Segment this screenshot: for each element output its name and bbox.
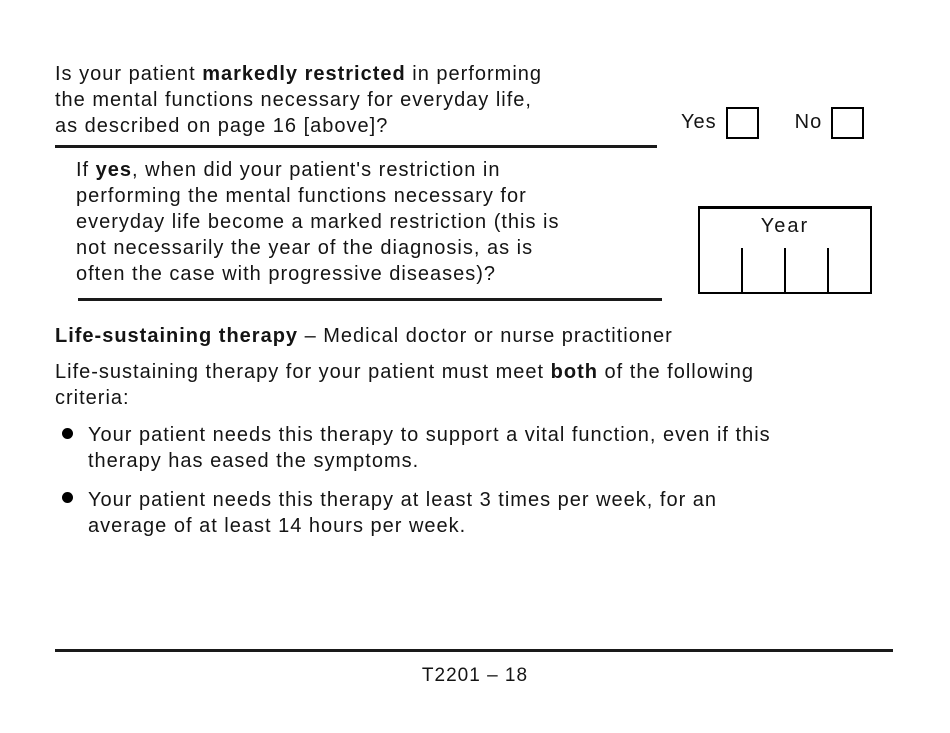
subquestion-text: If <box>76 159 96 181</box>
question-text: in performing <box>405 63 543 85</box>
year-digit-cell-3[interactable] <box>786 248 827 292</box>
section-heading-subtitle: – Medical doctor or nurse practitioner <box>298 325 673 347</box>
year-digit-cell-2[interactable] <box>743 248 784 292</box>
year-digit-cell-1[interactable] <box>700 248 741 292</box>
subquestion-year-of-restriction: If yes, when did your patient's restrict… <box>76 157 560 287</box>
subquestion-text-bold: yes <box>95 159 133 181</box>
bullet-line: average of at least 14 hours per week. <box>88 515 467 537</box>
bullet-item-frequency: Your patient needs this therapy at least… <box>88 487 717 539</box>
subquestion-line-1: If yes, when did your patient's restrict… <box>76 157 560 183</box>
subquestion-text: , when did your patient's restriction in <box>132 159 501 181</box>
subquestion-line-4: not necessarily the year of the diagnosi… <box>76 237 534 259</box>
year-digit-divider <box>741 248 743 292</box>
question-divider <box>55 145 657 148</box>
intro-text: Life-sustaining therapy for your patient… <box>55 361 551 383</box>
subquestion-line-2: performing the mental functions necessar… <box>76 185 527 207</box>
question-text: Is your patient <box>55 63 203 85</box>
bullet-icon <box>62 492 73 503</box>
no-label: No <box>794 111 823 133</box>
yes-checkbox[interactable] <box>725 106 759 139</box>
subquestion-divider <box>78 298 662 301</box>
year-label: Year <box>760 215 810 237</box>
question-line-3: as described on page 16 [above]? <box>55 115 389 137</box>
page-number: T2201 – 18 <box>421 665 529 686</box>
intro-line-1: Life-sustaining therapy for your patient… <box>55 359 754 385</box>
intro-text: of the following <box>597 361 754 383</box>
section-intro: Life-sustaining therapy for your patient… <box>55 359 754 411</box>
bullet-line: Your patient needs this therapy at least… <box>88 489 718 511</box>
question-markedly-restricted: Is your patient markedly restricted in p… <box>55 61 542 139</box>
bullet-item-vital-function: Your patient needs this therapy to suppo… <box>88 422 771 474</box>
subquestion-line-3: everyday life become a marked restrictio… <box>76 211 560 233</box>
bullet-icon <box>62 428 73 439</box>
no-checkbox[interactable] <box>831 106 865 139</box>
footer-divider <box>55 649 893 652</box>
subquestion-line-5: often the case with progressive diseases… <box>76 263 496 285</box>
section-heading-bold: Life-sustaining therapy <box>55 325 299 347</box>
bullet-line: Your patient needs this therapy to suppo… <box>88 424 771 446</box>
year-digit-cell-4[interactable] <box>829 248 870 292</box>
year-digit-divider <box>827 248 829 292</box>
section-heading: Life-sustaining therapy – Medical doctor… <box>55 323 673 349</box>
bullet-line: therapy has eased the symptoms. <box>88 450 420 472</box>
year-entry-box: Year <box>698 206 872 294</box>
intro-text-bold: both <box>550 361 598 383</box>
yes-no-row: Yes No <box>681 106 865 139</box>
question-text-bold: markedly restricted <box>202 63 406 85</box>
intro-line-2: criteria: <box>55 387 130 409</box>
question-line-2: the mental functions necessary for every… <box>55 89 532 111</box>
year-digit-divider <box>784 248 786 292</box>
yes-label: Yes <box>681 111 717 133</box>
question-line-1: Is your patient markedly restricted in p… <box>55 61 542 87</box>
